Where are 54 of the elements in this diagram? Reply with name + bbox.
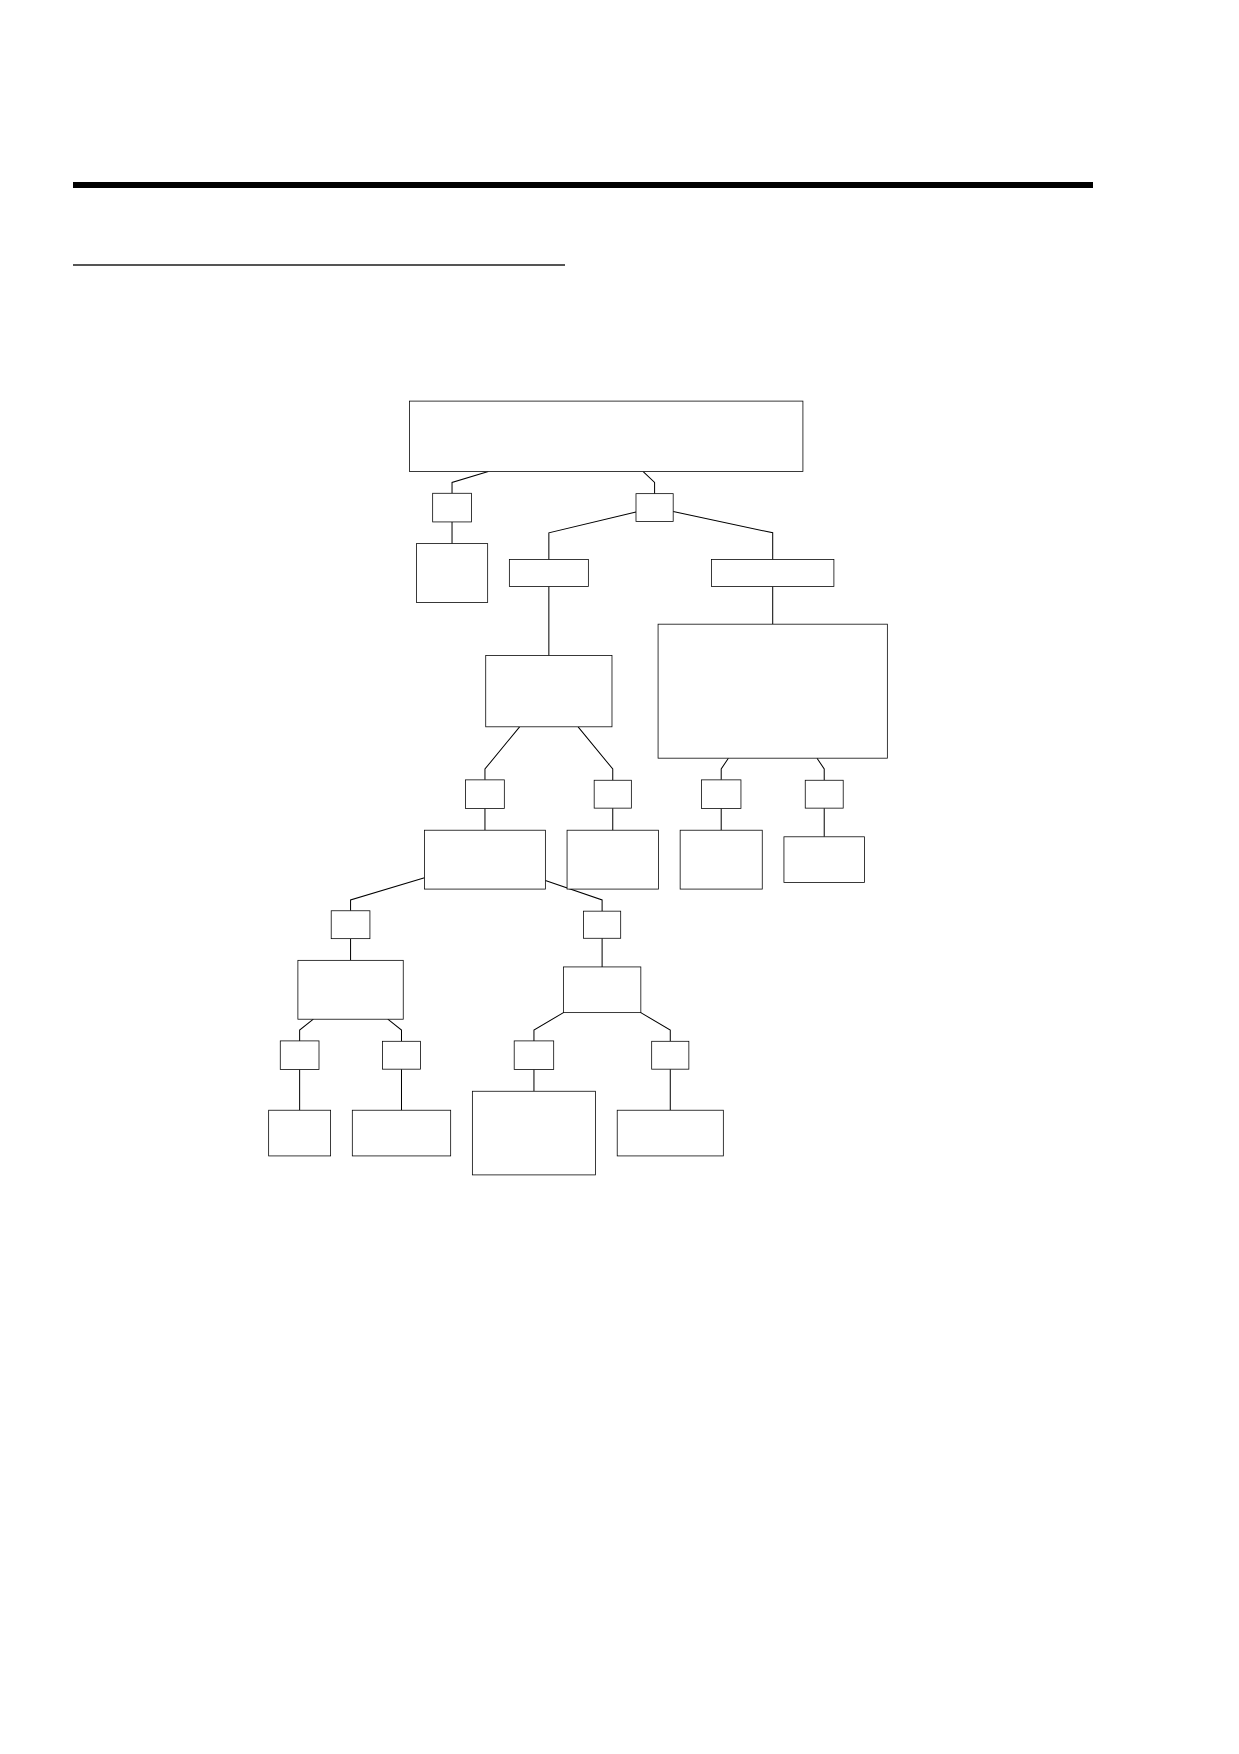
connector-line: [350, 877, 426, 912]
process-box: [616, 1109, 724, 1157]
connector-line: [672, 511, 774, 560]
process-box: [382, 1040, 421, 1070]
connector-line: [451, 521, 453, 545]
process-box: [783, 836, 865, 883]
process-box: [583, 910, 622, 939]
connector-line: [612, 807, 614, 831]
process-box: [268, 1109, 331, 1157]
connector-line: [720, 808, 722, 831]
process-box: [409, 400, 804, 472]
connector-line: [720, 757, 729, 781]
connector-line: [577, 726, 614, 781]
process-box: [651, 1040, 690, 1070]
process-box: [513, 1040, 555, 1070]
connector-line: [642, 471, 656, 495]
connector-line: [387, 1018, 402, 1042]
process-box: [635, 493, 674, 522]
process-box: [465, 779, 505, 809]
process-box: [416, 543, 489, 603]
connector-line: [823, 807, 825, 838]
connector-line: [350, 938, 352, 961]
connector-line: [669, 1068, 671, 1111]
connector-line: [772, 586, 774, 625]
connector-line: [601, 937, 603, 968]
connector-line: [299, 1018, 314, 1042]
process-box: [424, 829, 546, 890]
process-box: [657, 623, 888, 759]
process-box: [566, 829, 659, 890]
process-box: [330, 910, 371, 940]
process-box: [279, 1040, 320, 1070]
connector-line: [816, 757, 825, 781]
process-box: [297, 959, 404, 1020]
process-box: [563, 966, 642, 1013]
connector-line: [401, 1068, 402, 1111]
connector-line: [548, 511, 637, 560]
connector-line: [299, 1069, 301, 1111]
process-box: [351, 1109, 452, 1157]
process-box: [711, 559, 835, 587]
process-box: [472, 1090, 596, 1176]
process-box: [804, 779, 844, 809]
process-box: [593, 779, 632, 809]
connector-line: [484, 726, 521, 781]
connector-line: [484, 808, 486, 831]
process-box: [432, 492, 472, 523]
connector-line: [533, 1012, 564, 1042]
connector-line: [548, 586, 550, 657]
connector-line: [533, 1069, 535, 1092]
process-box: [508, 559, 589, 587]
process-box: [701, 779, 742, 809]
connector-line: [544, 879, 603, 912]
process-box: [485, 655, 613, 728]
process-box: [679, 829, 763, 890]
connector-line: [640, 1012, 671, 1042]
